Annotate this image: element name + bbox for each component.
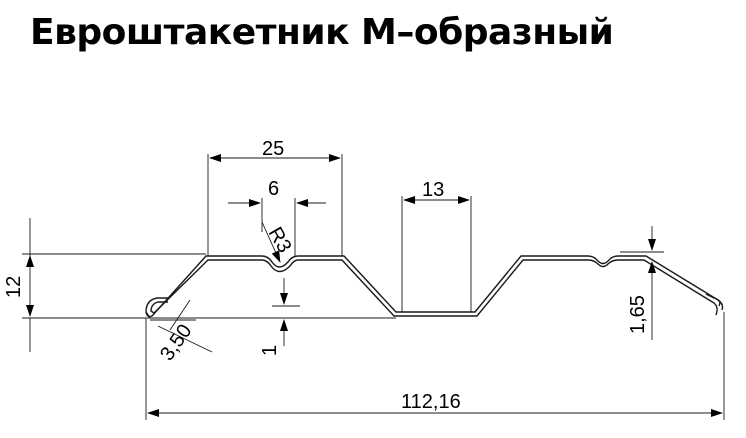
- dim-label-6: 6: [268, 178, 279, 200]
- dim-label-total: 112,16: [401, 391, 461, 413]
- right-fold: [705, 293, 721, 307]
- dim-label-12: 12: [3, 276, 25, 298]
- dim-label-165: 1,65: [627, 295, 649, 334]
- dim-label-13: 13: [422, 179, 444, 201]
- profile-inner-line: [150, 259, 718, 317]
- dim-label-25: 25: [262, 138, 284, 160]
- dim-line-350: [169, 299, 191, 331]
- dim-label-1: 1: [259, 345, 281, 356]
- dim-label-350: 3,50: [156, 320, 196, 365]
- dim-label-r3: R3: [264, 224, 296, 257]
- page-title: Евроштакетник М–образный: [30, 12, 614, 53]
- ext-line-350: [157, 325, 213, 353]
- radius-leader: [261, 221, 281, 263]
- left-fold: [145, 311, 151, 319]
